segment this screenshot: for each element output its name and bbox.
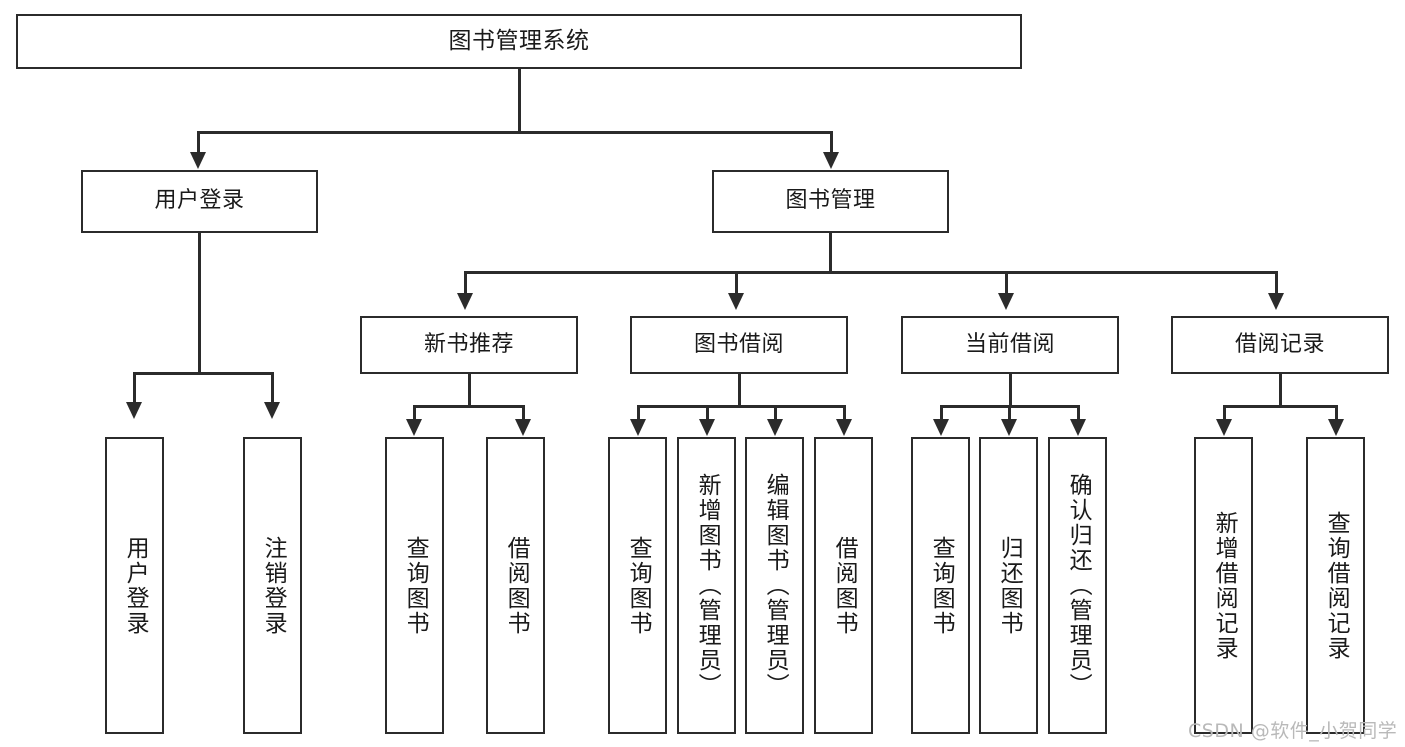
arrowhead-to-query-book-b [630,419,646,436]
connector-root-drop-2 [830,131,833,154]
leaf-confirm-return-admin[interactable]: 确认归还（管理员） [1048,437,1107,734]
connector-user-login-drop-1 [133,372,136,404]
connector-l3-drop-2 [735,271,738,295]
leaf-label: 借阅图书 [503,535,530,636]
arrowhead-to-borrow-record [1268,293,1284,310]
connector-root-bus [198,131,832,134]
node-book-management[interactable]: 图书管理 [712,170,949,233]
connector-cb-drop-1 [940,405,943,422]
node-label: 图书管理 [785,188,876,214]
leaf-label: 注销登录 [260,535,287,636]
leaf-label: 查询借阅记录 [1323,510,1350,661]
leaf-label: 新增图书（管理员） [694,473,721,698]
leaf-label: 确认归还（管理员） [1065,473,1092,698]
node-user-login[interactable]: 用户登录 [81,170,318,233]
arrowhead-to-query-borrow-record [1328,419,1344,436]
arrowhead-to-confirm-return [1070,419,1086,436]
leaf-label: 查询图书 [928,535,955,636]
leaf-label: 查询图书 [402,535,429,636]
connector-l3-drop-1 [464,271,467,295]
arrowhead-to-current-borrow [998,293,1014,310]
connector-l3-drop-4 [1275,271,1278,295]
connector-br-drop-2 [1335,405,1338,422]
leaf-query-book-recommend[interactable]: 查询图书 [385,437,444,734]
leaf-add-borrow-record[interactable]: 新增借阅记录 [1194,437,1253,734]
leaf-add-book-admin[interactable]: 新增图书（管理员） [677,437,736,734]
node-root-book-management-system[interactable]: 图书管理系统 [16,14,1022,69]
arrowhead-to-user-login-leaf [126,402,142,419]
leaf-label: 新增借阅记录 [1211,510,1238,661]
arrowhead-to-borrow-book-a [515,419,531,436]
node-label: 用户登录 [154,188,245,214]
leaf-return-book[interactable]: 归还图书 [979,437,1038,734]
connector-new-book-drop-1 [413,405,416,422]
leaf-label: 用户登录 [122,535,149,636]
connector-borrow-record-stem [1279,374,1282,407]
connector-book-borrow-bus [638,405,845,408]
arrowhead-to-user-login [190,152,206,169]
leaf-label: 归还图书 [996,535,1023,636]
arrowhead-to-add-book [699,419,715,436]
leaf-query-borrow-record[interactable]: 查询借阅记录 [1306,437,1365,734]
connector-new-book-drop-2 [522,405,525,422]
node-book-borrow[interactable]: 图书借阅 [630,316,848,374]
leaf-borrow-book[interactable]: 借阅图书 [814,437,873,734]
connector-borrow-record-bus [1224,405,1337,408]
arrowhead-to-book-borrow [728,293,744,310]
node-new-book-recommend[interactable]: 新书推荐 [360,316,578,374]
leaf-edit-book-admin[interactable]: 编辑图书（管理员） [745,437,804,734]
connector-user-login-drop-2 [271,372,274,404]
connector-bb-drop-2 [706,405,709,422]
connector-book-management-bus [465,271,1277,274]
leaf-borrow-book-recommend[interactable]: 借阅图书 [486,437,545,734]
arrowhead-to-logout-leaf [264,402,280,419]
connector-cb-drop-3 [1077,405,1080,422]
arrowhead-to-return-book [1001,419,1017,436]
node-label: 借阅记录 [1234,331,1325,357]
connector-bb-drop-1 [637,405,640,422]
connector-bb-drop-3 [774,405,777,422]
node-label: 图书管理系统 [448,27,590,54]
arrowhead-to-edit-book [767,419,783,436]
arrowhead-to-new-book-recommend [457,293,473,310]
node-borrow-record[interactable]: 借阅记录 [1171,316,1389,374]
node-label: 当前借阅 [964,331,1055,357]
leaf-label: 查询图书 [625,535,652,636]
connector-bb-drop-4 [843,405,846,422]
connector-current-borrow-stem [1009,374,1012,407]
node-current-borrow[interactable]: 当前借阅 [901,316,1119,374]
connector-current-borrow-bus [941,405,1080,408]
connector-root-drop-1 [197,131,200,154]
connector-new-book-bus [414,405,524,408]
arrowhead-to-add-borrow-record [1216,419,1232,436]
leaf-label: 编辑图书（管理员） [762,473,789,698]
leaf-query-book-current[interactable]: 查询图书 [911,437,970,734]
arrowhead-to-borrow-book-b [836,419,852,436]
connector-root-stem [518,69,521,133]
connector-book-borrow-stem [738,374,741,407]
arrowhead-to-query-book-c [933,419,949,436]
csdn-watermark: CSDN @软件_小贺同学 [1188,720,1398,742]
connector-user-login-bus [134,372,274,375]
connector-cb-drop-2 [1008,405,1011,422]
connector-book-management-stem [829,233,832,273]
arrowhead-to-book-management [823,152,839,169]
leaf-logout[interactable]: 注销登录 [243,437,302,734]
connector-user-login-stem [198,233,201,374]
node-label: 图书借阅 [693,331,784,357]
leaf-user-login[interactable]: 用户登录 [105,437,164,734]
leaf-label: 借阅图书 [831,535,858,636]
leaf-query-book-borrow[interactable]: 查询图书 [608,437,667,734]
connector-l3-drop-3 [1005,271,1008,295]
connector-br-drop-1 [1223,405,1226,422]
node-label: 新书推荐 [423,331,514,357]
connector-new-book-stem [468,374,471,407]
arrowhead-to-query-book-a [406,419,422,436]
